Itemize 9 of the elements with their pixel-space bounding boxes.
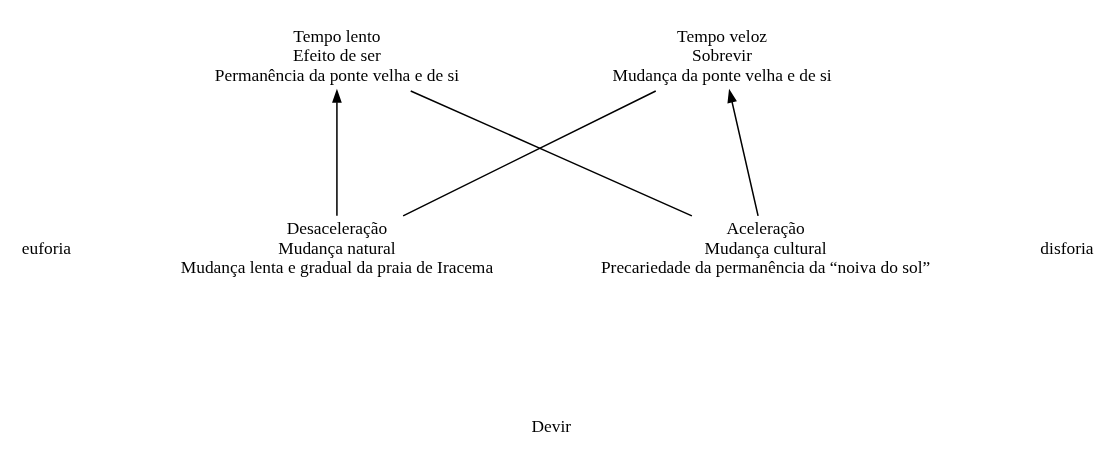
- arrow: [332, 88, 342, 217]
- arrow: [727, 88, 759, 217]
- label: euforia: [21, 237, 72, 258]
- node-text: Aceleração Mudança cultural Precariedade da permanência da “noiva do sol”: [600, 217, 931, 277]
- label: disforia: [1040, 237, 1094, 258]
- node-text: Tempo veloz Sobrevir Mudança da ponte velha e de si: [612, 25, 832, 85]
- label: Devir: [531, 415, 572, 436]
- node-text: Desaceleração Mudança natural Mudança lenta e gradual da praia de Iracema: [180, 217, 494, 277]
- node-text: Tempo lento Efeito de ser Permanência da ponte velha e de si: [214, 25, 460, 85]
